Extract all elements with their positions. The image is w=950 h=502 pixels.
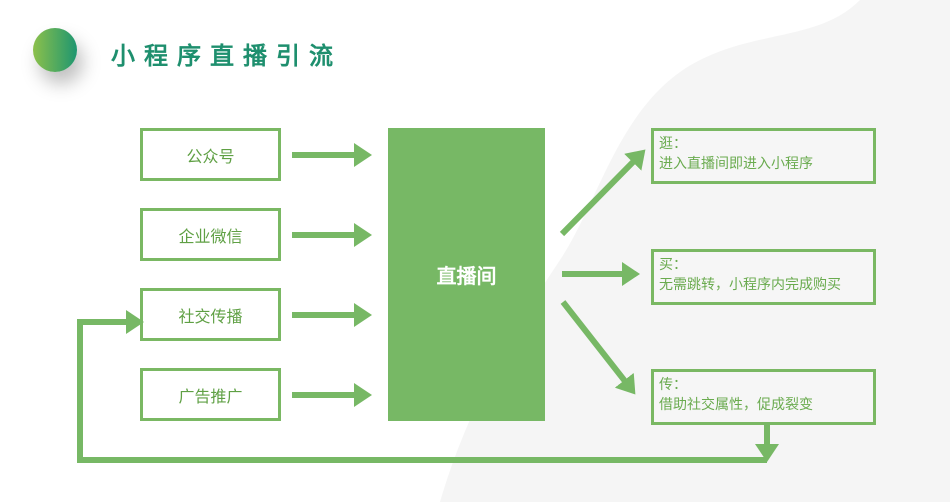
source-label: 广告推广 — [178, 386, 243, 406]
live-room-block: 直播间 — [388, 128, 545, 421]
arrow-down-right-icon — [560, 300, 636, 395]
outcome-box-share: 传： 借助社交属性，促成裂变 — [651, 369, 876, 425]
source-box-wecom: 企业微信 — [140, 208, 281, 261]
source-label: 企业微信 — [178, 226, 243, 246]
outcome-box-browse: 逛： 进入直播间即进入小程序 — [651, 128, 876, 184]
page-title: 小程序直播引流 — [111, 42, 342, 70]
source-box-official-account: 公众号 — [140, 128, 281, 181]
arrow-up-right-icon — [559, 149, 646, 237]
title-bullet-circle — [33, 28, 77, 72]
source-label: 公众号 — [186, 146, 235, 166]
outcome-head: 逛： — [659, 136, 687, 152]
outcome-head: 买： — [659, 257, 687, 273]
outcome-box-buy: 买： 无需跳转，小程序内完成购买 — [651, 249, 876, 305]
source-box-social: 社交传播 — [140, 288, 281, 341]
outcome-text: 进入直播间即进入小程序 — [659, 156, 813, 172]
source-box-ads: 广告推广 — [140, 368, 281, 421]
outcome-text: 无需跳转，小程序内完成购买 — [659, 277, 841, 293]
live-room-label: 直播间 — [436, 264, 497, 288]
outcome-head: 传： — [659, 377, 687, 393]
source-label: 社交传播 — [178, 306, 243, 326]
feedback-loop-line — [77, 310, 767, 463]
outcome-text: 借助社交属性，促成裂变 — [659, 397, 813, 413]
